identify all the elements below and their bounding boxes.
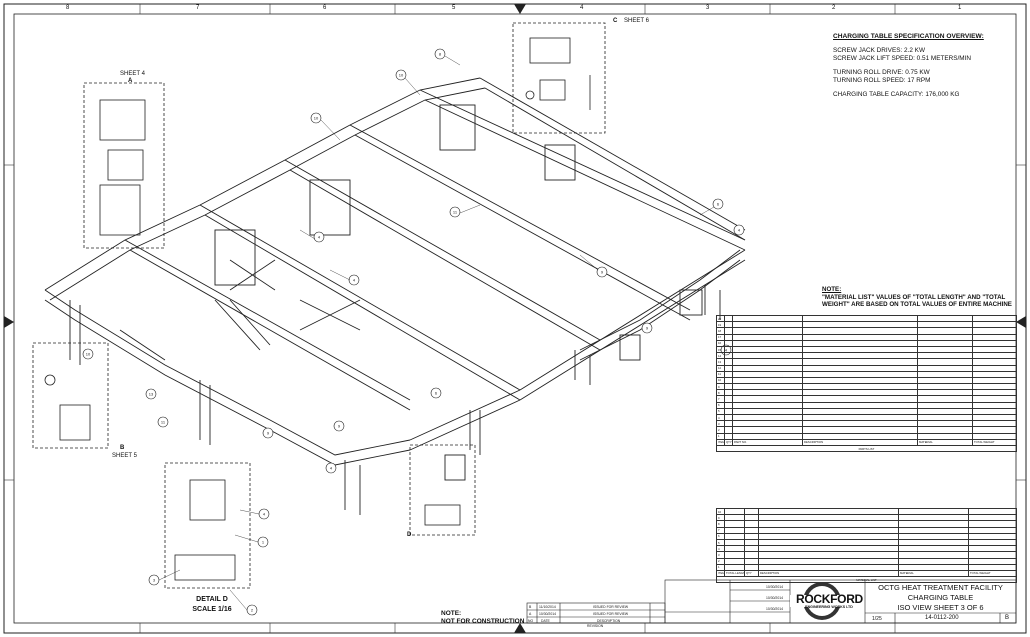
- svg-text:1: 1: [262, 540, 265, 545]
- date-drawn: 10/30/2014: [766, 585, 783, 589]
- svg-text:6: 6: [717, 202, 720, 207]
- zone-number: 7: [196, 5, 200, 11]
- sheet-6-label: SHEET 6: [624, 18, 649, 24]
- svg-text:11: 11: [453, 210, 458, 215]
- view-b-label: B: [120, 445, 125, 451]
- not-for-construction: NOT FOR CONSTRUCTION: [441, 618, 525, 625]
- zone-number: 3: [706, 5, 710, 11]
- drawing-number: 14-0112-200: [925, 615, 959, 621]
- project-title: OCTG HEAT TREATMENT FACILITY: [878, 583, 1003, 592]
- svg-text:9: 9: [646, 326, 649, 331]
- revision-header-description: DESCRIPTION: [597, 618, 621, 623]
- detail-d-scale: SCALE 1/16: [192, 606, 232, 613]
- revision-letter: A: [529, 611, 532, 616]
- company-logo-gear: [790, 582, 860, 620]
- revision-header-date: DATE: [541, 618, 550, 623]
- svg-text:9: 9: [338, 424, 341, 429]
- note-heading: NOTE:: [822, 286, 842, 293]
- revision-header-no: NO: [528, 618, 534, 623]
- zone-number: 1: [958, 5, 962, 11]
- svg-text:4: 4: [738, 228, 741, 233]
- drawing-title: CHARGING TABLE: [907, 593, 974, 602]
- revision-mark: B: [1005, 615, 1010, 621]
- company-name: ROCKFORD: [796, 592, 863, 606]
- date-checked: 10/30/2014: [766, 596, 783, 600]
- svg-text:4: 4: [318, 235, 321, 240]
- revision-footer: REVISION: [587, 623, 604, 628]
- zone-number: 5: [452, 5, 456, 11]
- svg-text:4: 4: [263, 512, 266, 517]
- spec-line: TURNING ROLL DRIVE: 0.75 KW: [833, 69, 930, 76]
- revision-letter: B: [529, 604, 532, 609]
- svg-text:10: 10: [314, 116, 319, 121]
- revision-date: 11/10/2014: [539, 604, 556, 609]
- zone-number: 6: [323, 5, 327, 11]
- spec-line: SCREW JACK LIFT SPEED: 0.51 METERS/MIN: [833, 55, 972, 62]
- spec-overview: CHARGING TABLE SPECIFICATION OVERVIEW: S…: [833, 33, 1023, 99]
- svg-text:10: 10: [399, 73, 404, 78]
- detail-d-title: DETAIL D: [196, 596, 228, 603]
- svg-text:8: 8: [439, 52, 442, 57]
- revision-description: ISSUED FOR REVIEW: [593, 611, 629, 616]
- svg-text:4: 4: [353, 278, 356, 283]
- spec-line: SCREW JACK DRIVES: 2.2 KW: [833, 47, 925, 54]
- svg-text:4: 4: [330, 466, 333, 471]
- table-title: PARTS LIST: [716, 444, 1017, 453]
- revision-date: 10/30/2014: [539, 611, 556, 616]
- svg-text:6: 6: [435, 391, 438, 396]
- zone-number: 4: [580, 5, 584, 11]
- date-approved: 10/30/2014: [766, 607, 783, 611]
- svg-text:13: 13: [149, 392, 154, 397]
- note-text: "MATERIAL LIST" VALUES OF "TOTAL LENGTH"…: [822, 293, 1012, 309]
- note-heading: NOTE:: [441, 610, 462, 617]
- svg-text:9: 9: [267, 431, 270, 436]
- view-a-label: A: [128, 78, 133, 84]
- svg-text:10: 10: [86, 352, 91, 357]
- svg-text:11: 11: [161, 420, 166, 425]
- svg-text:2: 2: [251, 608, 254, 613]
- zone-number: 8: [66, 5, 70, 11]
- table-title: MATERIAL LIST: [716, 576, 1017, 584]
- view-d-label: D: [407, 532, 412, 538]
- view-c-label: C: [613, 18, 618, 24]
- sheet-4-label: SHEET 4: [120, 71, 145, 77]
- company-subtitle: ENGINEERING WORKS LTD: [805, 605, 853, 609]
- zone-number: 2: [832, 5, 836, 11]
- svg-text:3: 3: [153, 578, 156, 583]
- spec-title: CHARGING TABLE SPECIFICATION OVERVIEW:: [833, 33, 984, 40]
- view-title: ISO VIEW SHEET 3 OF 6: [897, 603, 984, 612]
- spec-line: TURNING ROLL SPEED: 17 RPM: [833, 77, 931, 84]
- revision-description: ISSUED FOR REVIEW: [593, 604, 629, 609]
- svg-text:9: 9: [601, 270, 604, 275]
- spec-line: CHARGING TABLE CAPACITY: 176,000 KG: [833, 91, 960, 98]
- sheet-5-label: SHEET 5: [112, 453, 137, 459]
- material-list-note: NOTE: "MATERIAL LIST" VALUES OF "TOTAL L…: [822, 286, 1022, 309]
- drawing-scale: 1/25: [872, 616, 882, 622]
